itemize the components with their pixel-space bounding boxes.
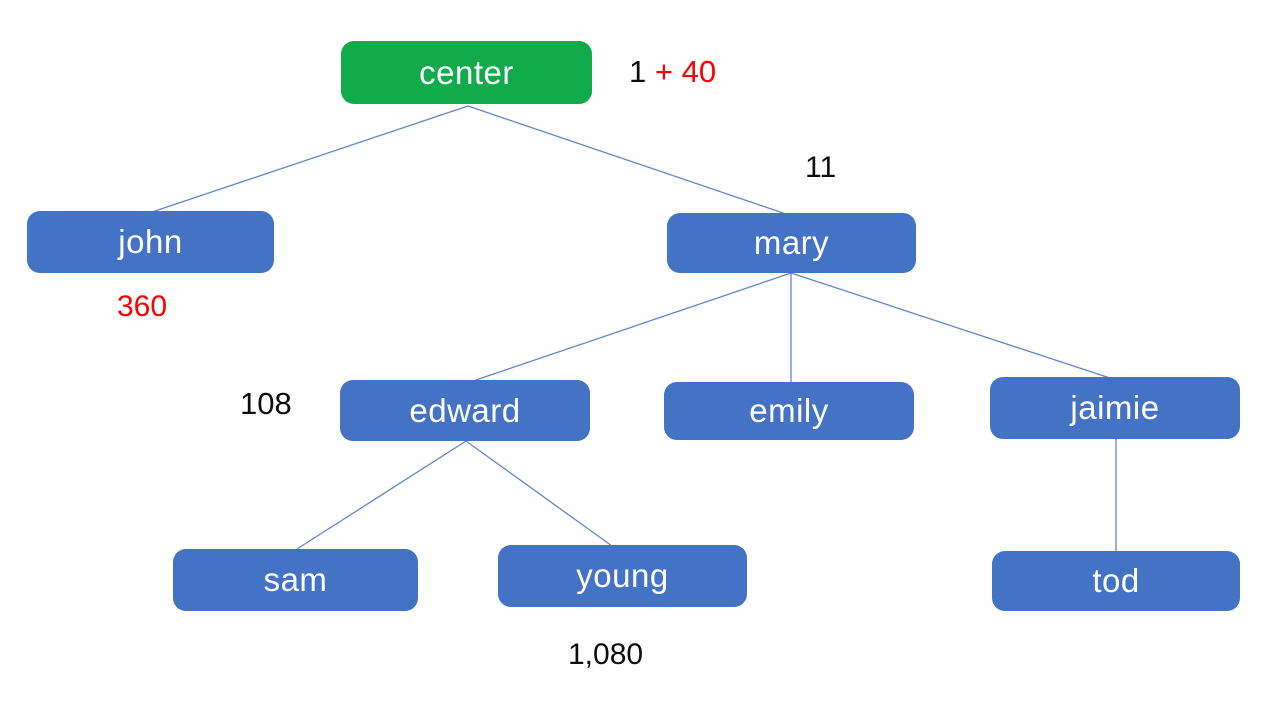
- node-center[interactable]: center: [341, 41, 592, 104]
- node-sam[interactable]: sam: [173, 549, 418, 611]
- node-jaimie[interactable]: jaimie: [990, 377, 1240, 439]
- node-sam-label: sam: [263, 561, 328, 598]
- node-mary[interactable]: mary: [667, 213, 916, 273]
- edge-edward-sam: [296, 440, 467, 550]
- node-john-label: john: [118, 223, 183, 260]
- annotation-center-value: 1 + 40: [629, 54, 716, 90]
- annotation-mary-value: 11: [805, 151, 837, 184]
- node-center-label: center: [419, 53, 514, 91]
- edge-mary-edward: [472, 272, 792, 382]
- annotation-center-value-black: 1: [629, 54, 647, 89]
- node-tod-label: tod: [1092, 562, 1140, 599]
- node-mary-label: mary: [753, 224, 830, 261]
- node-young-label: young: [576, 557, 669, 594]
- node-edward-label: edward: [409, 391, 521, 429]
- node-jaimie-label: jaimie: [1070, 389, 1160, 426]
- annotation-young-value: 1,080: [568, 638, 644, 671]
- node-young[interactable]: young: [498, 545, 747, 607]
- annotation-center-value-red: + 40: [654, 54, 717, 89]
- node-edward[interactable]: edward: [340, 380, 590, 441]
- node-john[interactable]: john: [27, 211, 274, 273]
- node-emily-label: emily: [749, 392, 829, 429]
- node-tod[interactable]: tod: [992, 551, 1240, 611]
- node-emily[interactable]: emily: [664, 382, 914, 440]
- edge-edward-young: [465, 440, 613, 547]
- edge-mary-jaimie: [790, 272, 1111, 379]
- edge-center-john: [151, 105, 469, 213]
- annotation-edward-value: 108: [240, 386, 292, 421]
- edge-center-mary: [467, 105, 787, 215]
- annotation-john-value: 360: [117, 290, 168, 323]
